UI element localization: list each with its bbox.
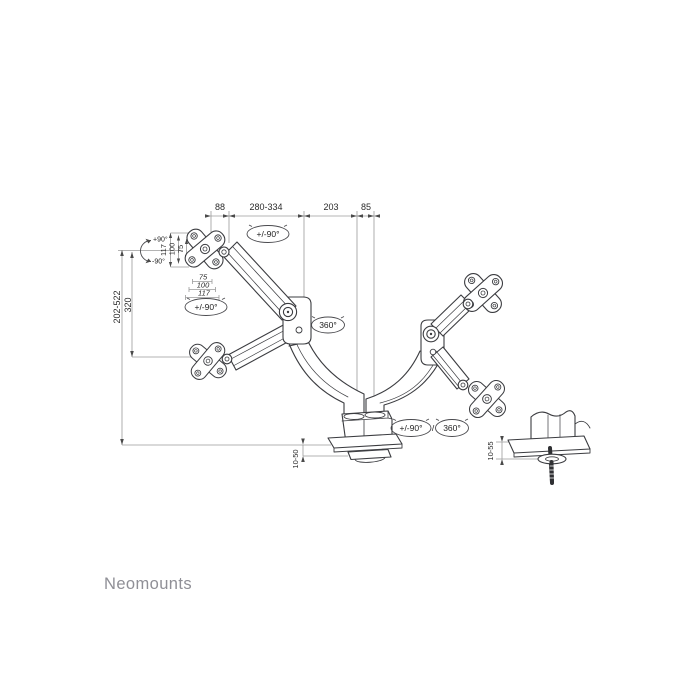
base-swivel-ellipse xyxy=(390,419,432,437)
top-extension-lines xyxy=(210,211,375,441)
right-vesa-joints xyxy=(457,298,474,391)
height-dim-lines xyxy=(121,250,133,445)
grommet-mount-detail xyxy=(507,410,591,485)
rotation-separator: / xyxy=(432,423,435,433)
base-rotate-ellipse xyxy=(435,419,469,437)
grommet-dim-arrows xyxy=(500,436,504,465)
clamp-dim-lines xyxy=(302,444,348,457)
clamp-top-plate xyxy=(327,433,403,449)
dim-203: 203 xyxy=(323,202,338,212)
dim-88: 88 xyxy=(215,202,225,212)
dim-vesa-75h: 75 xyxy=(199,273,208,282)
clamp-lower-jaw xyxy=(347,448,392,461)
tilt-indicator: +90° -90° xyxy=(140,236,168,266)
vesa-rotate-label: +/-90° xyxy=(194,302,217,312)
pole-rotate-ellipse xyxy=(311,316,345,334)
dim-320: 320 xyxy=(123,297,133,312)
dim-10-50: 10-50 xyxy=(291,449,300,468)
left-arm-raised xyxy=(222,241,297,321)
dimension-layer: 88 280-334 203 85 202-522 320 117 100 75… xyxy=(112,202,538,469)
dim-vesa-117v: 117 xyxy=(159,244,168,256)
vesa-horiz-ticks xyxy=(185,279,220,300)
pole-rotate-label: 360° xyxy=(319,320,337,330)
brand-wordmark: Neomounts xyxy=(104,575,192,593)
vesa-rotate-ellipse xyxy=(184,298,228,316)
left-pole xyxy=(287,336,365,423)
right-arm-lowered xyxy=(430,346,470,390)
tilt-down-label: -90° xyxy=(152,258,165,266)
vesa-vert-ticks xyxy=(170,232,189,268)
mount-drawing xyxy=(172,216,591,485)
arm-swivel-label: +/-90° xyxy=(256,229,279,239)
right-elbow-joint xyxy=(422,325,440,356)
arm-swivel-ellipse xyxy=(246,225,290,243)
dim-85: 85 xyxy=(361,202,371,212)
dim-vesa-100v: 100 xyxy=(168,243,177,256)
dim-10-55: 10-55 xyxy=(486,441,495,460)
top-dim-arrows xyxy=(205,214,380,218)
dim-vesa-117h: 117 xyxy=(198,289,211,298)
grommet-bolt-lower xyxy=(549,460,554,485)
vesa-horiz-dim-lines xyxy=(185,281,219,298)
clamp-dim-arrows xyxy=(301,438,305,462)
height-ref-lines xyxy=(118,250,331,446)
rotation-labels: +90° -90° +/-90° +/-90° 360° +/-90° / 36… xyxy=(140,224,469,437)
dim-280-334: 280-334 xyxy=(249,202,282,212)
left-vesa-joints xyxy=(218,246,233,365)
desk-clamp-base xyxy=(327,410,403,463)
base-swivel-label: +/-90° xyxy=(399,423,422,433)
vesa-vert-arrows xyxy=(168,233,189,267)
grommet-column-break xyxy=(530,410,576,440)
dim-vesa-100h: 100 xyxy=(197,281,210,290)
left-elbow-joint xyxy=(278,302,303,334)
dim-vesa-75v: 75 xyxy=(176,245,185,253)
dim-202-522: 202-522 xyxy=(112,290,122,323)
base-rotate-label: 360° xyxy=(443,423,461,433)
tilt-up-label: +90° xyxy=(153,236,168,244)
